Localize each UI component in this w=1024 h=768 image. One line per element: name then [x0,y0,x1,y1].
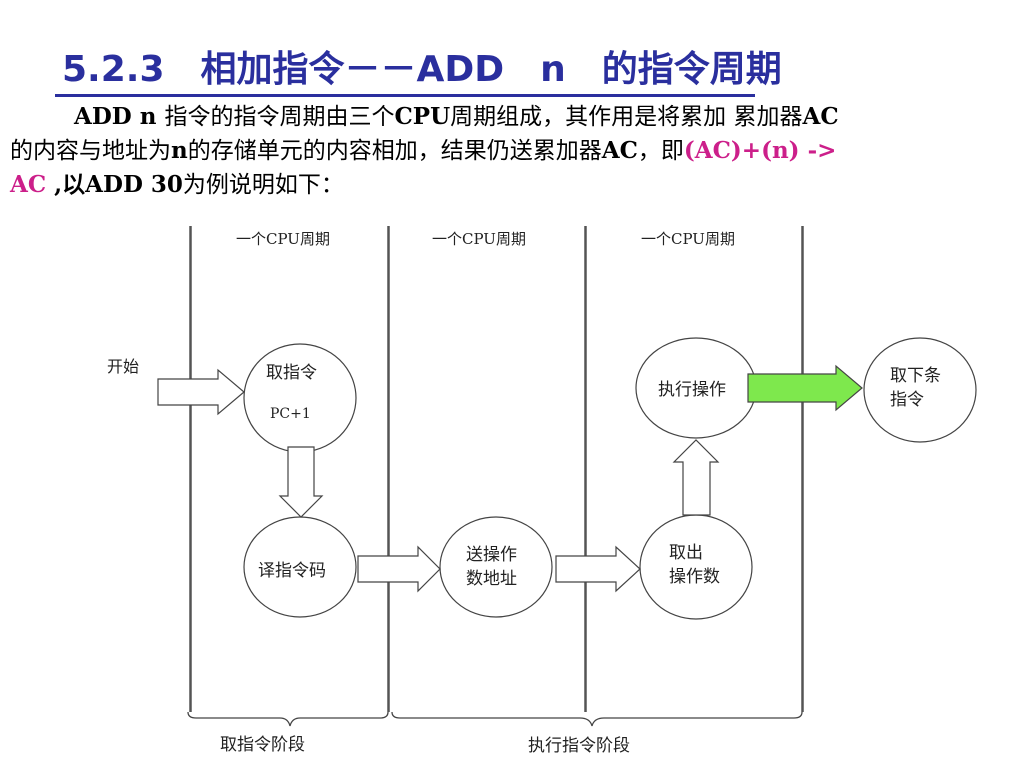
execute-label: 执行操作 [658,380,726,400]
fetch-operand-label-1: 取出 [669,543,703,563]
arrow-down [278,446,324,518]
text-segment: 周期组成，其作用是将累加 累加器 [450,104,803,130]
node-shapes [243,337,977,620]
flow-arrows [278,439,720,593]
formula-text: (AC)+(n) -> [683,137,837,164]
text-cpu: CPU [394,103,451,130]
formula-ac: AC [10,171,47,198]
fetch-node-label: 取指令 [266,363,317,383]
next-instruction-label-2: 指令 [890,390,924,410]
text-ac: AC [802,103,839,130]
cycle-label-2: 一个CPU周期 [432,230,526,248]
fetch-node [243,343,357,453]
arrow-right [555,545,641,593]
fetch-operand-label-2: 操作数 [669,567,720,587]
start-label: 开始 [107,357,139,376]
text-segment: ，即 [637,138,684,164]
arrow-right [357,545,441,593]
fetch-phase-label: 取指令阶段 [220,735,305,755]
cycle-label-1: 一个CPU周期 [236,230,330,248]
decode-node-label: 译指令码 [258,561,326,581]
send-address-node [439,516,553,618]
phase-braces [187,711,803,727]
next-instruction-node [863,337,977,443]
execute-phase-brace [391,711,803,727]
fetch-phase-brace [187,711,389,727]
description-paragraph: ADD n 指令的指令周期由三个CPU周期组成，其作用是将累加 累加器AC 的内… [10,100,1015,202]
fetch-node-sublabel: PC+1 [270,406,311,422]
start-arrow [157,368,245,416]
send-address-label-1: 送操作 [466,545,517,565]
description-line-2: 的内容与地址为n的存储单元的内容相加，结果仍送累加器AC，即(AC)+(n) -… [10,134,1015,168]
execute-phase-label: 执行指令阶段 [528,736,630,756]
description-line-1: ADD n 指令的指令周期由三个CPU周期组成，其作用是将累加 累加器AC [10,100,1015,134]
send-address-label-2: 数地址 [466,569,517,589]
arrow-up [672,439,720,516]
text-add-n: ADD n [74,103,165,130]
slide-title: 5.2.3 相加指令－－ADD n 的指令周期 [62,49,782,90]
arrow-to-next-highlight [747,364,863,412]
text-segment: 指令的指令周期由三个 [164,104,395,130]
text-n: n [171,137,188,164]
text-segment: 的存储单元的内容相加，结果仍送累加器 [187,138,602,164]
title-underline [55,94,755,97]
description-line-3: AC ,以ADD 30为例说明如下： [10,168,1015,202]
cycle-label-3: 一个CPU周期 [641,230,735,248]
text-segment: 为例说明如下： [182,172,344,198]
decode-node [243,516,357,618]
text-ac: AC [601,137,638,164]
cycle-dividers [189,226,804,712]
next-instruction-label-1: 取下条 [890,366,941,386]
text-add-30: ADD 30 [85,171,183,198]
text-segment: 的内容与地址为 [10,138,171,164]
text-segment: ,以 [46,171,86,198]
